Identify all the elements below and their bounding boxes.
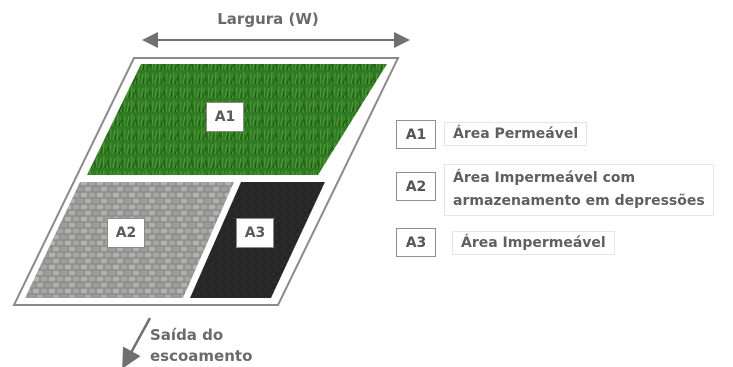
width-label: Largura (W) [217,10,319,28]
outflow-label: Saída do escoamento [150,325,252,367]
legend-key-a2: A2 [396,172,436,201]
area-a3-tag: A3 [236,218,274,248]
legend-text-a1-line1: Área Permeável [453,126,579,142]
area-a1-tag: A1 [206,102,244,132]
area-a2-tag: A2 [107,218,145,248]
outflow-label-line1: Saída do [150,326,224,344]
outflow-arrow [122,317,152,367]
legend-text-a2: Área Impermeável com armazenamento em de… [444,164,714,216]
legend-text-a2-line2: armazenamento em depressões [453,193,705,209]
legend-key-a3: A3 [396,228,436,257]
legend-text-a1: Área Permeável [444,122,588,146]
outflow-label-line2: escoamento [150,347,253,365]
legend-key-a1: A1 [396,120,436,149]
legend-text-a3-line1: Área Impermeável [461,235,606,251]
legend-text-a3: Área Impermeável [452,231,615,255]
legend-text-a2-line1: Área Impermeável com [453,170,636,186]
